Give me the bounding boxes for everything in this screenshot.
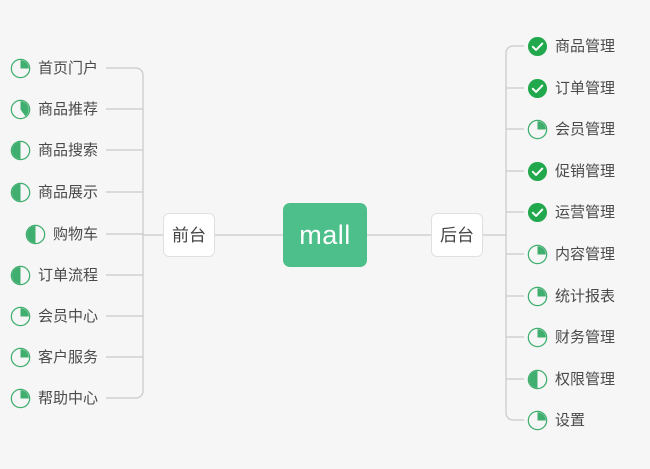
leaf-backend-9[interactable]: 权限管理 — [527, 366, 615, 392]
leaf-label: 权限管理 — [555, 370, 616, 388]
leaf-label: 会员中心 — [37, 307, 98, 325]
leaf-label: 首页门户 — [37, 59, 98, 77]
leaf-frontend-2[interactable]: 商品推荐 — [10, 96, 98, 122]
pie-half-left-icon — [10, 182, 31, 202]
pie-icon — [10, 388, 31, 408]
check-circle-icon — [527, 78, 548, 98]
pie-icon — [527, 244, 548, 264]
pie-icon — [10, 58, 31, 78]
leaf-label: 客户服务 — [37, 348, 98, 366]
pie-icon — [10, 306, 31, 326]
pie-half-left-icon — [10, 265, 31, 285]
leaf-frontend-9[interactable]: 帮助中心 — [10, 385, 98, 411]
leaf-label: 统计报表 — [555, 287, 616, 305]
branch-node-backend-label: 后台 — [440, 225, 474, 245]
leaf-label: 会员管理 — [555, 120, 616, 138]
leaf-label: 商品展示 — [37, 183, 98, 201]
leaf-label: 订单流程 — [37, 266, 98, 284]
leaf-label: 内容管理 — [555, 245, 616, 263]
leaf-backend-3[interactable]: 会员管理 — [527, 116, 615, 142]
leaf-label: 促销管理 — [555, 162, 616, 180]
leaf-frontend-1[interactable]: 首页门户 — [10, 55, 98, 81]
leaf-backend-7[interactable]: 统计报表 — [527, 283, 615, 309]
leaf-backend-6[interactable]: 内容管理 — [527, 241, 615, 267]
pie-half-left-icon — [25, 224, 46, 244]
check-circle-icon — [527, 36, 548, 56]
leaf-frontend-7[interactable]: 会员中心 — [10, 303, 98, 329]
pie-icon — [527, 286, 548, 306]
pie-icon — [527, 119, 548, 139]
leaf-frontend-6[interactable]: 订单流程 — [10, 262, 98, 288]
leaf-frontend-5[interactable]: 购物车 — [25, 221, 98, 247]
pie-icon — [10, 99, 31, 119]
leaf-label: 财务管理 — [555, 328, 616, 346]
branch-node-frontend[interactable]: 前台 — [163, 213, 215, 257]
branch-node-frontend-label: 前台 — [172, 225, 206, 245]
pie-half-left-icon — [527, 369, 548, 389]
leaf-label: 订单管理 — [555, 79, 616, 97]
check-circle-icon — [527, 161, 548, 181]
leaf-label: 商品推荐 — [37, 100, 98, 118]
leaf-backend-1[interactable]: 商品管理 — [527, 33, 615, 59]
leaf-backend-5[interactable]: 运营管理 — [527, 199, 615, 225]
leaf-label: 购物车 — [52, 225, 98, 243]
root-node-label: mall — [299, 219, 351, 250]
leaf-label: 设置 — [555, 411, 586, 429]
leaf-frontend-3[interactable]: 商品搜索 — [10, 137, 98, 163]
branch-node-backend[interactable]: 后台 — [431, 213, 483, 257]
leaf-label: 商品搜索 — [37, 141, 98, 159]
leaf-backend-2[interactable]: 订单管理 — [527, 75, 615, 101]
leaf-label: 运营管理 — [555, 203, 616, 221]
leaf-label: 帮助中心 — [37, 389, 98, 407]
pie-half-left-icon — [10, 140, 31, 160]
leaf-label: 商品管理 — [555, 37, 616, 55]
leaf-backend-4[interactable]: 促销管理 — [527, 158, 615, 184]
pie-icon — [527, 327, 548, 347]
leaf-frontend-4[interactable]: 商品展示 — [10, 179, 98, 205]
leaf-backend-10[interactable]: 设置 — [527, 407, 585, 433]
check-circle-icon — [527, 202, 548, 222]
leaf-frontend-8[interactable]: 客户服务 — [10, 344, 98, 370]
pie-icon — [10, 347, 31, 367]
pie-icon — [527, 410, 548, 430]
root-node-mall[interactable]: mall — [283, 203, 367, 267]
leaf-backend-8[interactable]: 财务管理 — [527, 324, 615, 350]
